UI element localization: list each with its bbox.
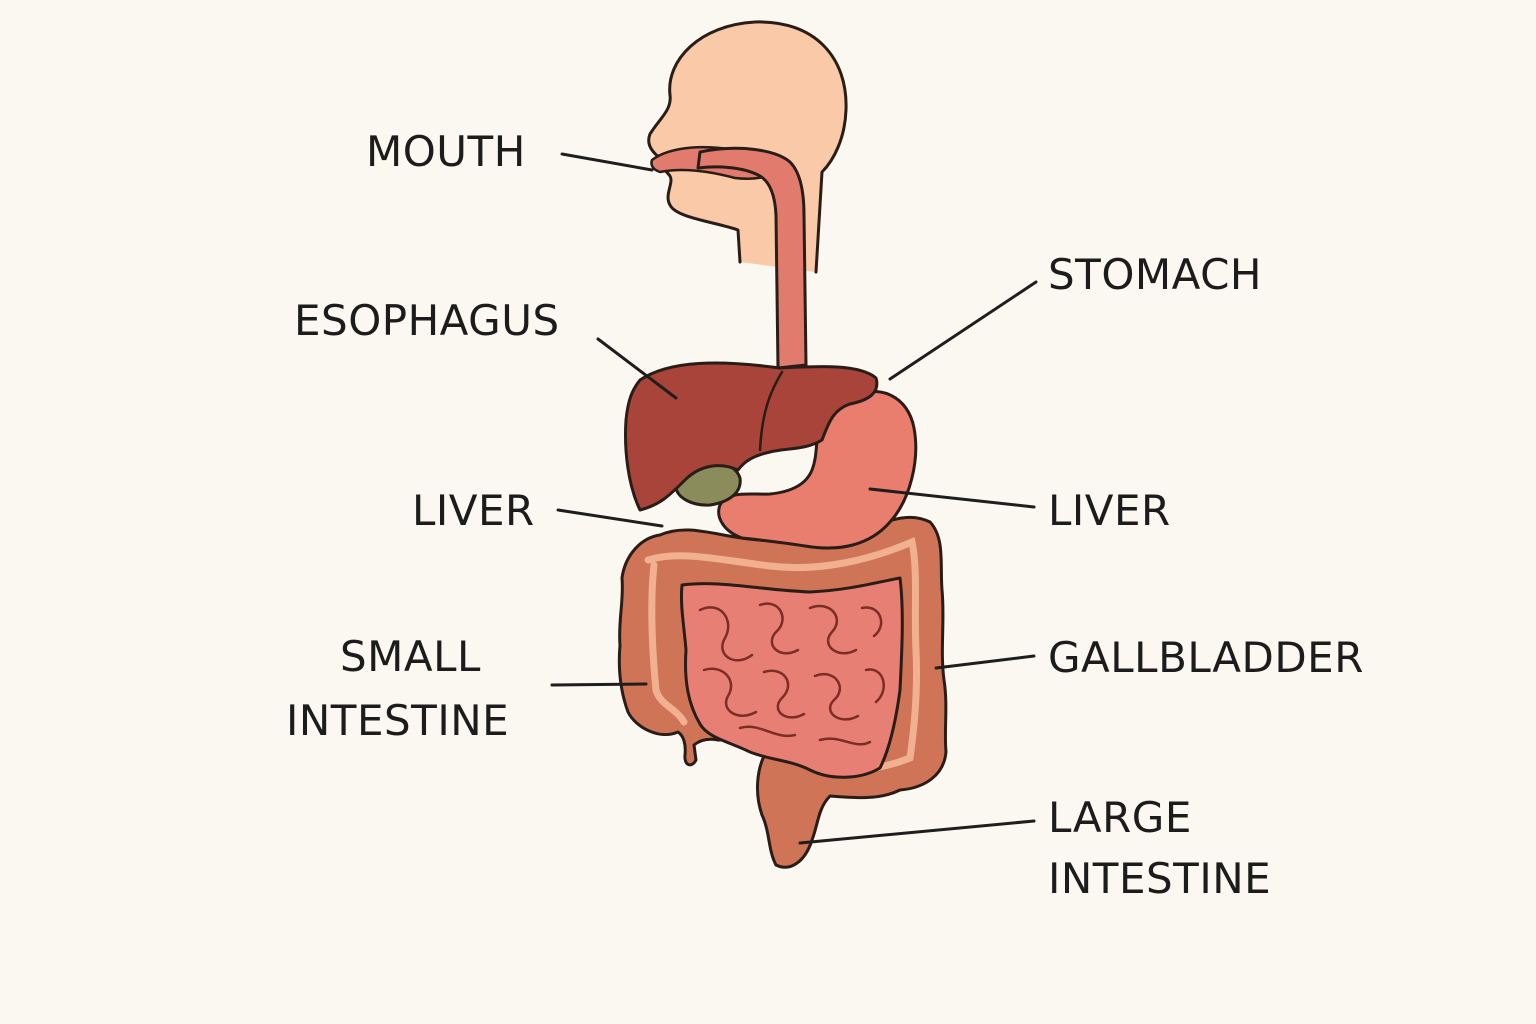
label-gallbladder: GALLBLADDER [1048,633,1364,682]
liver-organ [624,361,879,512]
label-small-intestine-line1: SMALL [340,632,481,681]
label-esophagus: ESOPHAGUS [294,296,560,345]
large-intestine-inner-line [644,537,921,775]
label-liver-left: LIVER [412,486,535,535]
small-intestine [679,576,904,779]
small-intestine-coils [698,602,885,746]
label-liver-right: LIVER [1048,486,1171,535]
label-large-intestine-line1: LARGE [1048,793,1192,842]
label-small-intestine-line2: INTESTINE [286,696,509,745]
stomach-leader-line [888,280,1038,381]
gallbladder-leader-line [934,654,1036,670]
large-intestine-descending-line [648,561,688,726]
mouth-leader-line [560,152,654,172]
label-large-intestine-line2: INTESTINE [1048,854,1271,903]
stomach-organ [717,390,918,550]
label-mouth: MOUTH [366,127,526,176]
large-intestine-leader-line [798,819,1036,845]
esophagus-leader-line [596,337,678,400]
small-intestine-leader-line [550,682,648,687]
liver-lobe-divider [758,370,784,452]
label-stomach: STOMACH [1048,250,1262,299]
liver-left-leader-line [556,508,664,528]
liver-right-leader-line [868,487,1036,509]
